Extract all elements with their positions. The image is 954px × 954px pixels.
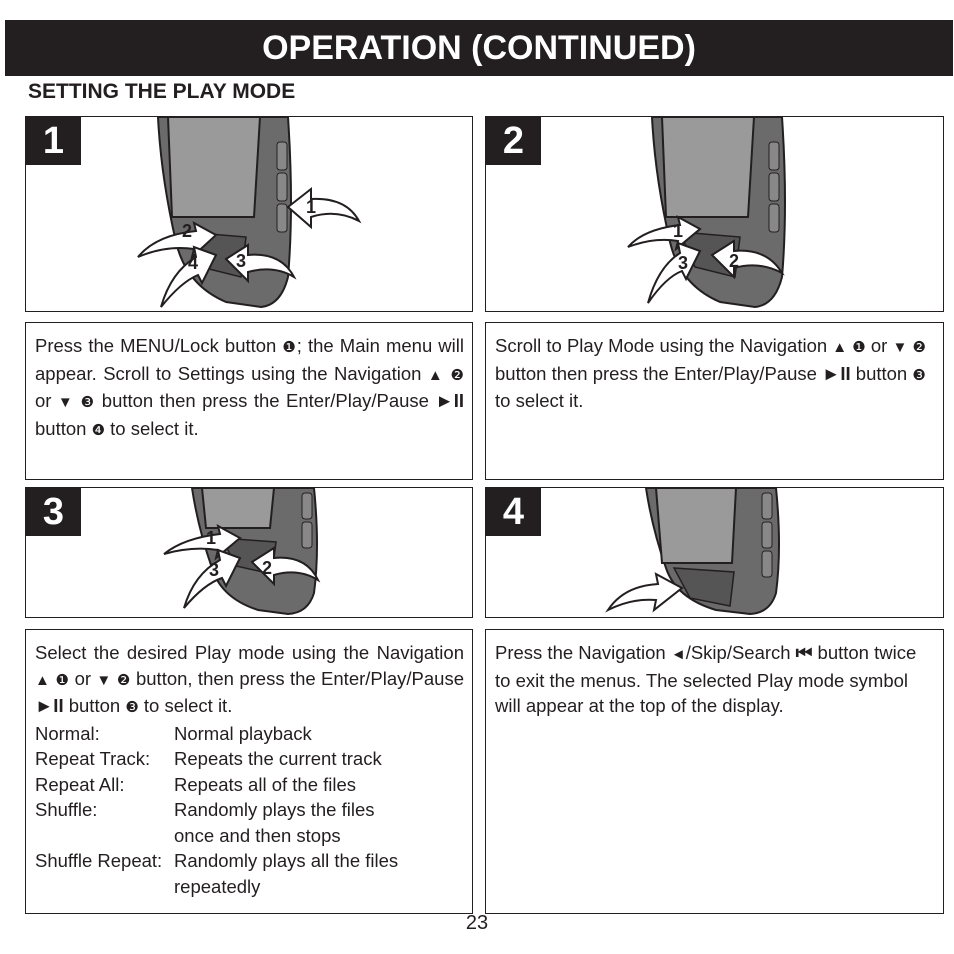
arrow-label: 2 (262, 558, 273, 578)
device-illustration (137, 117, 362, 309)
step-1-text-panel: Press the MENU/Lock button ❶; the Main m… (25, 322, 473, 480)
device-illustration (605, 488, 780, 616)
callout-1: ❶ (55, 671, 70, 689)
callout-4: ❹ (91, 421, 106, 439)
step-2-image-panel: 2 1 3 2 (485, 116, 944, 312)
step-number: 1 (26, 117, 81, 165)
step-4-image-panel: 4 (485, 487, 944, 618)
up-arrow-icon: ▲ (832, 339, 848, 356)
play-mode-repeat-track: Repeat Track:Repeats the current track (35, 748, 382, 769)
skip-search-icon: ⏮ (795, 642, 813, 663)
section-title: SETTING THE PLAY MODE (28, 80, 296, 103)
play-mode-list: Normal:Normal playback Repeat Track:Repe… (26, 721, 472, 900)
step-2-instructions: Scroll to Play Mode using the Navigation… (495, 335, 926, 411)
step-number: 3 (26, 488, 81, 536)
step-number: 2 (486, 117, 541, 165)
arrow-label: 4 (188, 253, 199, 273)
callout-2: ❷ (450, 366, 464, 384)
arrow-label: 3 (209, 560, 220, 580)
callout-3: ❸ (125, 699, 139, 716)
callout-2: ❷ (912, 339, 926, 356)
play-mode-shuffle-repeat: Shuffle Repeat:Randomly plays all the fi… (35, 850, 399, 897)
play-mode-repeat-all: Repeat All:Repeats all of the files (35, 773, 357, 795)
device-illustration (627, 117, 786, 309)
page-banner: OPERATION (CONTINUED) (5, 20, 953, 76)
step-2-text-panel: Scroll to Play Mode using the Navigation… (485, 322, 944, 480)
down-arrow-icon: ▼ (892, 339, 908, 356)
play-mode-shuffle: Shuffle:Randomly plays the files once an… (35, 799, 375, 846)
step-4-instructions: Press the Navigation ◄/Skip/Search ⏮ but… (495, 642, 917, 716)
play-pause-icon: ►II (822, 362, 851, 384)
callout-3: ❸ (80, 394, 96, 411)
step-4-text-panel: Press the Navigation ◄/Skip/Search ⏮ but… (485, 629, 944, 914)
step-3-text-panel: Select the desired Play mode using the N… (25, 629, 473, 914)
arrow-label: 2 (182, 221, 193, 241)
step-3-instructions: Select the desired Play mode using the N… (35, 642, 464, 716)
up-arrow-icon: ▲ (427, 366, 445, 384)
arrow-label: 3 (236, 251, 247, 271)
play-mode-normal: Normal:Normal playback (35, 722, 312, 744)
down-arrow-icon: ▼ (96, 671, 112, 689)
arrow-label: 1 (306, 197, 317, 217)
play-pause-icon: ►II (435, 390, 465, 411)
arrow-label: 3 (678, 253, 689, 273)
device-illustration (163, 488, 321, 616)
skip-back-icon: ◄ (670, 646, 686, 663)
step-1-image-panel: 1 1 2 4 3 (25, 116, 473, 312)
arrow-label: 1 (206, 528, 217, 548)
page-number: 23 (465, 912, 489, 934)
up-arrow-icon: ▲ (35, 671, 51, 689)
callout-1: ❶ (852, 339, 866, 356)
step-number: 4 (486, 488, 541, 536)
step-1-instructions: Press the MENU/Lock button ❶; the Main m… (35, 335, 465, 439)
step-3-image-panel: 3 1 3 2 (25, 487, 473, 618)
play-pause-icon: ►II (35, 695, 64, 716)
arrow-label: 1 (673, 221, 684, 241)
down-arrow-icon: ▼ (57, 394, 75, 411)
callout-2: ❷ (116, 671, 131, 689)
callout-1: ❶ (282, 339, 297, 356)
callout-3: ❸ (912, 366, 926, 384)
arrow-label: 2 (729, 251, 740, 271)
